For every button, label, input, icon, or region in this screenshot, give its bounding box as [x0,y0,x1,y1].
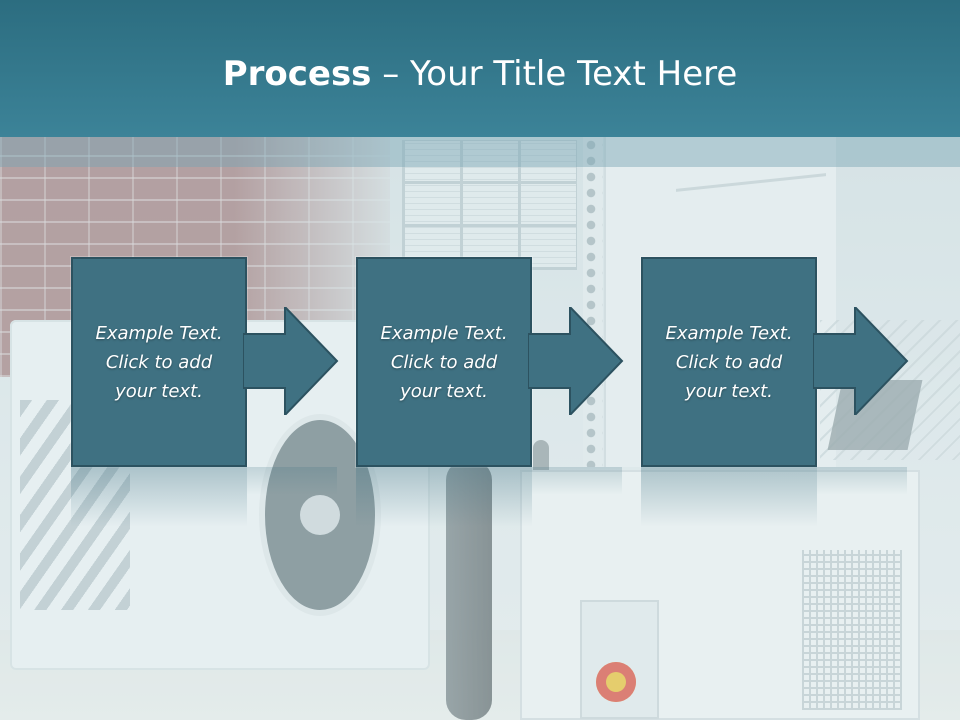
switch-panel [580,600,659,719]
step-text[interactable]: Example Text. Click to add your text. [79,319,239,406]
title-bar [0,0,960,137]
step-text-line: your text. [400,380,488,402]
step-text-line: Example Text. [380,322,508,344]
title-subband [0,137,960,167]
process-step-2[interactable]: Example Text. Click to add your text. [356,257,656,527]
slide-title[interactable]: Process – Your Title Text Here [0,52,960,96]
arrow-reflection [532,467,622,495]
arrow-right-icon [243,307,339,415]
step-text[interactable]: Example Text. Click to add your text. [649,319,809,406]
vent-grid [802,550,902,710]
title-bold: Process [222,54,372,94]
step-text[interactable]: Example Text. Click to add your text. [364,319,524,406]
switch-knob-icon [596,662,636,702]
arrow-reflection [817,467,907,495]
step-text-line: your text. [685,380,773,402]
step-box[interactable]: Example Text. Click to add your text. [71,257,247,467]
window-grille [402,140,577,270]
arrow-right-icon [528,307,624,415]
process-step-1[interactable]: Example Text. Click to add your text. [71,257,371,527]
step-text-line: Click to add [105,351,213,373]
step-text-line: Click to add [390,351,498,373]
step-text-line: Example Text. [95,322,223,344]
fan-hub [300,495,340,535]
step-box[interactable]: Example Text. Click to add your text. [356,257,532,467]
step-box[interactable]: Example Text. Click to add your text. [641,257,817,467]
title-rest: – Your Title Text Here [371,54,738,94]
process-step-3[interactable]: Example Text. Click to add your text. [641,257,941,527]
step-text-line: Click to add [675,351,783,373]
arrow-right-icon [813,307,909,415]
condenser-unit-right [520,470,920,720]
step-text-line: Example Text. [665,322,793,344]
pipe [446,460,492,720]
step-text-line: your text. [115,380,203,402]
arrow-reflection [247,467,337,495]
